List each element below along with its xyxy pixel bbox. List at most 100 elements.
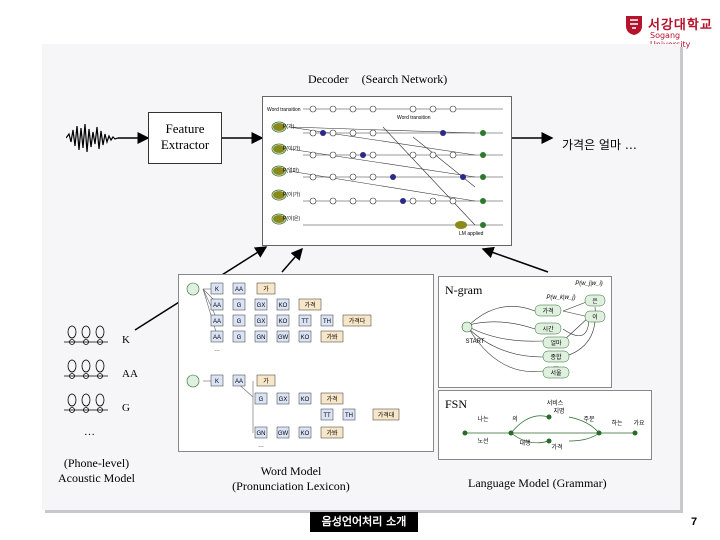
- wm-phone: GX: [257, 303, 266, 309]
- wm-phone: KO: [279, 319, 288, 325]
- wm-phone: KO: [279, 303, 288, 309]
- sn-word-transition: Word transition: [267, 107, 301, 113]
- wm-ellipsis-bottom: …: [258, 443, 264, 449]
- decoder-subtitle: (Search Network): [361, 72, 448, 86]
- decoder-title: Decoder (Search Network): [308, 72, 447, 87]
- fsn-node: 의: [512, 415, 518, 423]
- fsn-node: 대행: [519, 439, 530, 447]
- ngram-word: 가격: [542, 307, 553, 315]
- wm-phone: KO: [301, 431, 310, 437]
- fsn-diagram: FSN 나는 서비스 지명 의 가격 주문 하는 가요 노선 대행: [438, 390, 652, 460]
- ngram-diagram: N-gram START P(w_j|w_i) P(w_k|w_j) 가격 시간…: [438, 276, 612, 388]
- wm-word: 가격다: [349, 317, 366, 325]
- wm-phone: GX: [257, 319, 266, 325]
- fsn-label: FSN: [445, 397, 468, 411]
- fsn-node: 지명: [553, 407, 564, 415]
- fsn-node: 노선: [477, 437, 488, 445]
- acoustic-label-line1: (Phone-level): [63, 456, 130, 470]
- search-network-graph: P(가) P(이|가) P(얼마) P(이|가) P(이|은) Word tra…: [267, 105, 503, 237]
- word-model-label-line1: Word Model: [260, 464, 322, 478]
- acoustic-label-line2: Acoustic Model: [58, 471, 135, 485]
- recognition-output: 가격은 얼마 …: [562, 138, 637, 152]
- sn-label-2: P(이|가): [283, 145, 300, 152]
- ngram-word: 이: [592, 313, 598, 321]
- logo-emblem-icon: [626, 16, 642, 35]
- wm-start-node-2: [186, 374, 200, 388]
- wm-phone: G: [237, 303, 242, 309]
- wm-phone: TH: [345, 413, 353, 419]
- ngram-start: START: [465, 339, 484, 345]
- wm-phone: AA: [213, 319, 221, 325]
- wm-row-2: AA G GX KO 가격: [210, 298, 322, 311]
- wm-word: 가봐: [326, 429, 338, 437]
- acoustic-model: K AA G: [62, 322, 172, 432]
- sn-word-transition-2: Word transition: [397, 115, 431, 121]
- fsn-node: 주문: [583, 416, 595, 423]
- wm-phone: TH: [323, 319, 331, 325]
- decoder-label: Decoder: [308, 72, 349, 86]
- ngram-ellipsis: …: [553, 363, 559, 369]
- wm-start-node: [186, 282, 200, 296]
- wm-ellipsis-top: …: [214, 347, 220, 353]
- wm-row-4: AA G GN GW KO 가봐: [210, 330, 344, 343]
- ngram-word: 은: [592, 298, 598, 305]
- phone-label-aa: AA: [122, 368, 138, 380]
- wm-phone: AA: [213, 303, 221, 309]
- fsn-node: 나는: [477, 415, 489, 423]
- acoustic-ellipsis: …: [84, 426, 95, 438]
- wm-phone: G: [237, 335, 242, 341]
- wm-phone: AA: [235, 379, 243, 385]
- feature-extractor-line2: Extractor: [160, 137, 210, 152]
- wm-word: 가격대: [378, 411, 395, 419]
- wm-phone: G: [237, 319, 242, 325]
- ngram-word: 얼마: [550, 339, 562, 347]
- wm-word: 가: [263, 377, 269, 385]
- wm-row-7: TT TH 가격대: [320, 408, 400, 421]
- ngram-prob-2: P(w_k|w_j): [546, 295, 575, 301]
- wm-phone: GW: [278, 335, 289, 341]
- wm-phone: TT: [323, 413, 331, 419]
- wm-phone: K: [215, 379, 219, 385]
- wm-row-8: GN GW KO 가봐: [254, 426, 344, 439]
- footer-title: 음성언어처리 소개: [310, 512, 418, 532]
- ngram-prob-1: P(w_j|w_i): [575, 281, 603, 287]
- wm-phone: AA: [235, 287, 243, 293]
- sn-label-3: P(얼마): [283, 167, 299, 174]
- acoustic-hmm-graph: [64, 325, 108, 413]
- ngram-start-node: [461, 321, 473, 333]
- word-model-graph: K AA 가 AA G GX KO 가격 AA G GX KO TT TH 가격…: [186, 282, 400, 449]
- wm-row-3: AA G GX KO TT TH 가격다: [210, 314, 372, 327]
- fsn-node: 가요: [633, 419, 645, 427]
- acoustic-model-label: (Phone-level) Acoustic Model: [58, 456, 135, 486]
- wm-word: 가격: [326, 395, 337, 403]
- wm-row-5: K AA 가: [186, 374, 276, 388]
- fsn-node: 하는: [611, 419, 623, 427]
- wm-word: 가격: [304, 301, 315, 309]
- sn-label-1: P(가): [283, 123, 295, 130]
- fsn-graph: 나는 서비스 지명 의 가격 주문 하는 가요 노선 대행: [462, 399, 645, 451]
- ngram-word: 종합: [550, 353, 562, 361]
- wm-word: 가봐: [326, 333, 338, 341]
- wm-phone: K: [215, 287, 219, 293]
- wm-phone: GX: [279, 397, 288, 403]
- page-number: 7: [691, 516, 698, 528]
- wm-phone: GN: [257, 335, 266, 341]
- wm-phone: GN: [257, 431, 266, 437]
- feature-extractor-box: Feature Extractor: [148, 112, 222, 164]
- speech-waveform: [66, 123, 118, 153]
- feature-extractor-line1: Feature: [165, 121, 205, 136]
- language-model-label: Language Model (Grammar): [468, 476, 607, 490]
- wm-word: 가: [263, 285, 269, 293]
- wm-row-1: K AA 가: [186, 282, 276, 296]
- wm-phone: AA: [213, 335, 221, 341]
- search-network-diagram: P(가) P(이|가) P(얼마) P(이|가) P(이|은) Word tra…: [262, 96, 512, 246]
- wm-phone: KO: [301, 397, 310, 403]
- ngram-graph: START P(w_j|w_i) P(w_k|w_j) 가격 시간 얼마 종합 …: [461, 281, 606, 379]
- wm-phone: G: [259, 397, 264, 403]
- word-model-label: Word Model (Pronunciation Lexicon): [216, 464, 366, 494]
- sn-lm-applied: LM applied: [459, 231, 484, 237]
- wm-phone: TT: [301, 319, 309, 325]
- wm-phone: KO: [301, 335, 310, 341]
- phone-label-g: G: [122, 402, 130, 414]
- word-model-diagram: K AA 가 AA G GX KO 가격 AA G GX KO TT TH 가격…: [178, 274, 434, 452]
